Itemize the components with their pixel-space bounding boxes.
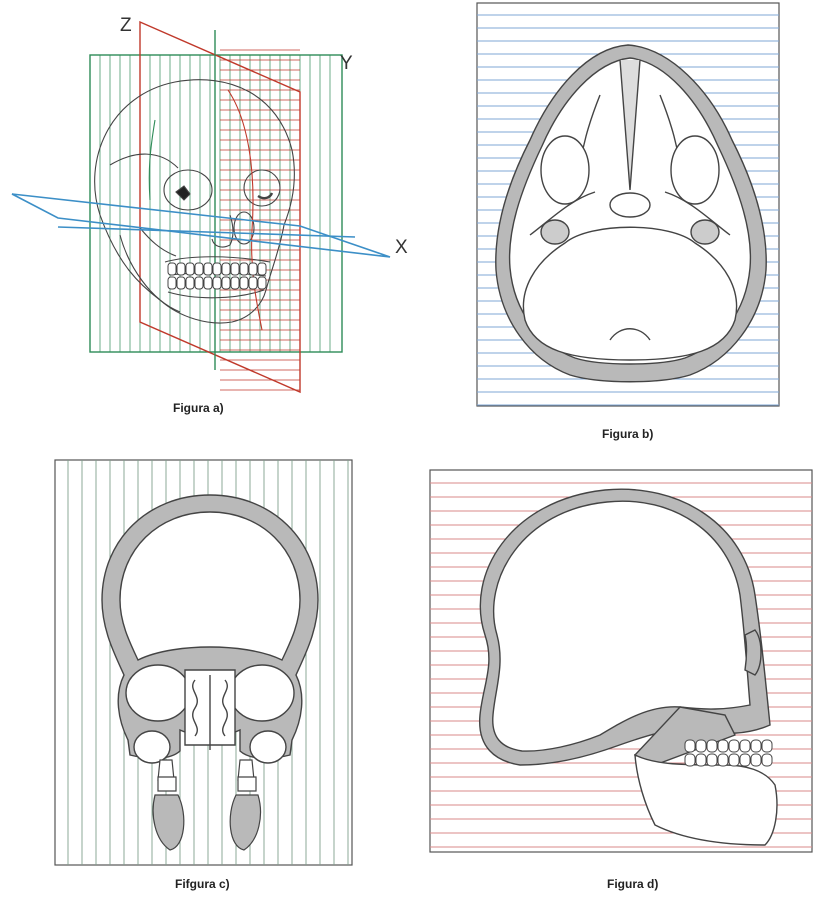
tooth (204, 277, 212, 289)
tooth (718, 754, 728, 766)
tooth (240, 277, 248, 289)
figure-b-illustration (470, 0, 817, 420)
tooth (707, 754, 717, 766)
tooth (168, 277, 176, 289)
figure-b: Figura b) (470, 0, 817, 450)
tooth (240, 263, 248, 275)
figure-c-caption: Fifgura c) (175, 877, 230, 891)
tooth (740, 740, 750, 752)
tooth (177, 263, 185, 275)
figure-a: Z Y X Figura a) (0, 0, 420, 420)
tooth (249, 277, 257, 289)
axis-label-y: Y (340, 53, 353, 75)
tooth (729, 754, 739, 766)
figure-c-illustration (0, 455, 420, 875)
figure-d-illustration (425, 465, 817, 865)
tooth (751, 754, 761, 766)
tooth (222, 263, 230, 275)
figure-a-illustration (0, 0, 420, 400)
tooth (249, 263, 257, 275)
skull-oblique-drawing (95, 80, 295, 330)
tooth (213, 263, 221, 275)
tooth (258, 263, 266, 275)
tooth (186, 277, 194, 289)
tooth (258, 277, 266, 289)
tooth (231, 277, 239, 289)
tooth (168, 263, 176, 275)
tooth (231, 263, 239, 275)
tooth (685, 740, 695, 752)
axis-label-z: Z (120, 15, 132, 37)
tooth (186, 263, 194, 275)
tooth (195, 263, 203, 275)
axial-plane (12, 194, 390, 257)
axis-label-x: X (395, 237, 408, 259)
skull-coronal-section (102, 495, 318, 763)
figure-a-caption: Figura a) (173, 401, 224, 415)
figure-d: Figura d) (425, 465, 817, 897)
figure-c: Fifgura c) (0, 455, 420, 897)
tooth (685, 754, 695, 766)
figure-b-caption: Figura b) (602, 427, 653, 441)
tooth (696, 740, 706, 752)
tooth (213, 277, 221, 289)
tooth (707, 740, 717, 752)
figure-d-caption: Figura d) (607, 877, 658, 891)
tooth (740, 754, 750, 766)
tooth (762, 740, 772, 752)
tooth (177, 277, 185, 289)
tooth (718, 740, 728, 752)
tooth (195, 277, 203, 289)
skull-teeth (168, 263, 266, 289)
tooth (204, 263, 212, 275)
tooth (751, 740, 761, 752)
coronal-plane (90, 55, 342, 352)
tooth (222, 277, 230, 289)
tooth (696, 754, 706, 766)
tooth (762, 754, 772, 766)
tooth (729, 740, 739, 752)
